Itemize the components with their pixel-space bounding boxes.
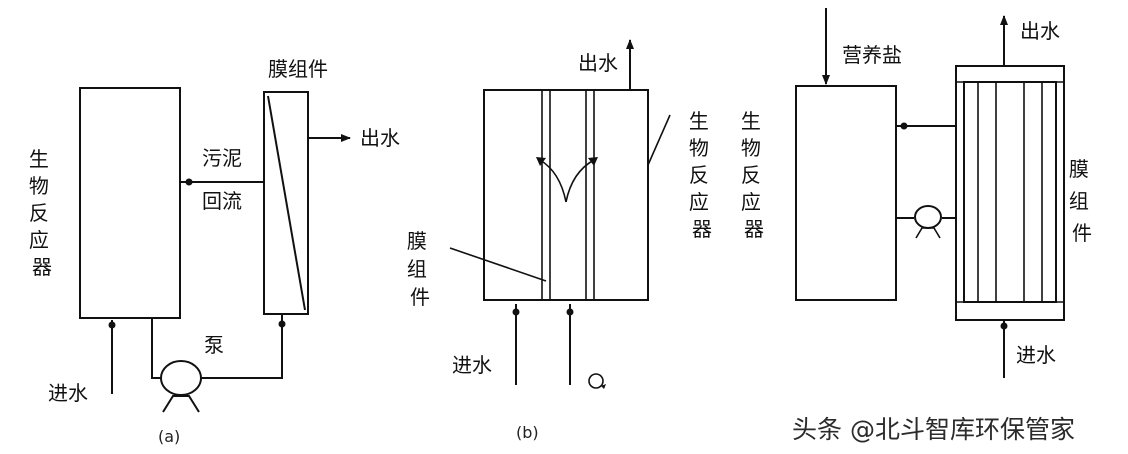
panel-a-pump-discharge-line <box>200 314 283 379</box>
panel-b-reactor-leader <box>647 114 671 166</box>
panel-b-air-icon <box>588 373 606 389</box>
panel-a-outlet-label: 出水 <box>360 126 400 150</box>
panel-b-tank <box>483 89 649 301</box>
panel-b-air-dot <box>566 308 574 316</box>
panel-a-discharge-dot <box>278 320 286 328</box>
panel-a-membrane-diagonal <box>267 95 306 311</box>
panel-b-inlet-label: 进水 <box>452 353 492 377</box>
panel-b-membrane-plates <box>541 90 595 300</box>
panel-c-bioreactor-label: 生 物 反 应 器 <box>741 109 767 241</box>
panel-b: 出水 生 物 反 应 器 膜 组 件 进水 (b) <box>407 39 715 442</box>
panel-b-aeration-flow <box>536 157 598 203</box>
panel-a-inlet-dot <box>108 321 116 329</box>
panel-a-membrane-module <box>263 91 309 315</box>
panel-a-inlet-label: 进水 <box>48 381 88 405</box>
watermark: 头条 @北斗智库环保管家 <box>792 415 1075 444</box>
panel-a-pump-icon <box>160 360 202 413</box>
panel-c: 营养盐 生 物 反 应 器 膜 组 件 <box>741 8 1095 378</box>
panel-a-membrane-label: 膜组件 <box>268 57 328 81</box>
panel-a-pump-suction-line <box>151 318 162 379</box>
panel-a-pump-label: 泵 <box>204 333 224 357</box>
panel-c-membrane-label: 膜 组 件 <box>1069 157 1095 245</box>
panel-b-inlet-dot <box>512 308 520 316</box>
panel-b-membrane-label: 膜 组 件 <box>407 229 433 309</box>
panel-a-bioreactor-label: 生 物 反 应 器 <box>29 147 55 279</box>
panel-a-sludge-label-1: 污泥 <box>202 146 242 170</box>
panel-c-nutrient-label: 营养盐 <box>842 43 902 67</box>
panel-b-caption: (b) <box>516 423 539 442</box>
panel-c-outlet-label: 出水 <box>1020 19 1060 43</box>
panel-c-membrane-module <box>955 65 1065 321</box>
panel-b-bioreactor-label: 生 物 反 应 器 <box>689 109 715 241</box>
panel-a-junction-dot <box>185 178 193 186</box>
panel-a-sludge-label-2: 回流 <box>202 189 242 213</box>
panel-a: 生 物 反 应 器 膜组件 污泥 回流 出水 进水 泵 (a) <box>29 57 400 446</box>
panel-c-return-dot <box>900 122 908 130</box>
panel-c-inlet-label: 进水 <box>1016 343 1056 367</box>
panel-b-membrane-leader <box>449 247 547 282</box>
panel-c-inlet-dot <box>1000 322 1008 330</box>
panel-a-bioreactor-tank <box>79 87 181 319</box>
panel-c-bioreactor-tank <box>795 85 897 301</box>
panel-c-pump-icon <box>914 205 942 239</box>
panel-a-caption: (a) <box>158 427 180 446</box>
panel-b-outlet-label: 出水 <box>578 51 618 75</box>
